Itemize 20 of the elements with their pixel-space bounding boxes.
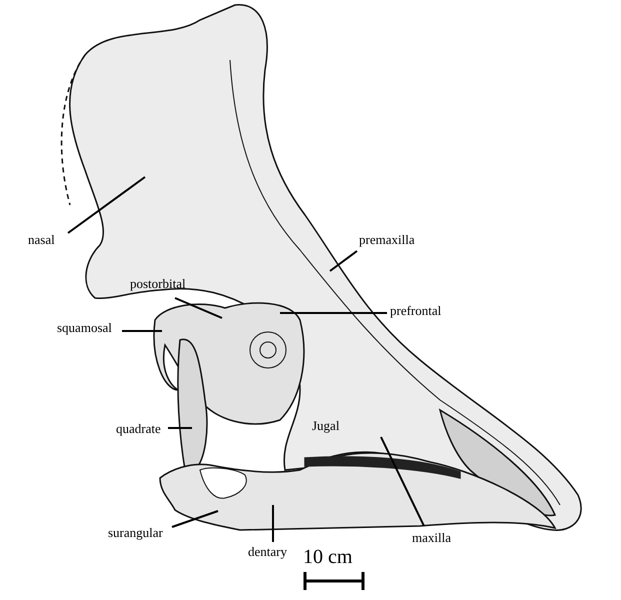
leader-line	[168, 427, 192, 429]
part-label: nasal	[28, 232, 55, 247]
part-label: premaxilla	[359, 232, 415, 247]
leader-line	[280, 312, 387, 314]
leader-line	[380, 436, 425, 526]
part-label: postorbital	[130, 276, 186, 291]
leader-line	[329, 250, 358, 272]
part-label: maxilla	[412, 530, 451, 545]
part-label: surangular	[108, 525, 163, 540]
part-label: prefrontal	[390, 303, 442, 318]
leader-line	[272, 505, 274, 542]
part-label: dentary	[248, 544, 287, 559]
bone-label: Jugal	[312, 418, 340, 433]
leader-line	[172, 510, 218, 528]
part-label: squamosal	[57, 320, 112, 335]
scale-label: 10 cm	[303, 550, 352, 565]
part-label: quadrate	[116, 421, 161, 436]
leader-line	[122, 330, 162, 332]
leader-line	[174, 297, 222, 319]
leader-line	[67, 176, 146, 234]
